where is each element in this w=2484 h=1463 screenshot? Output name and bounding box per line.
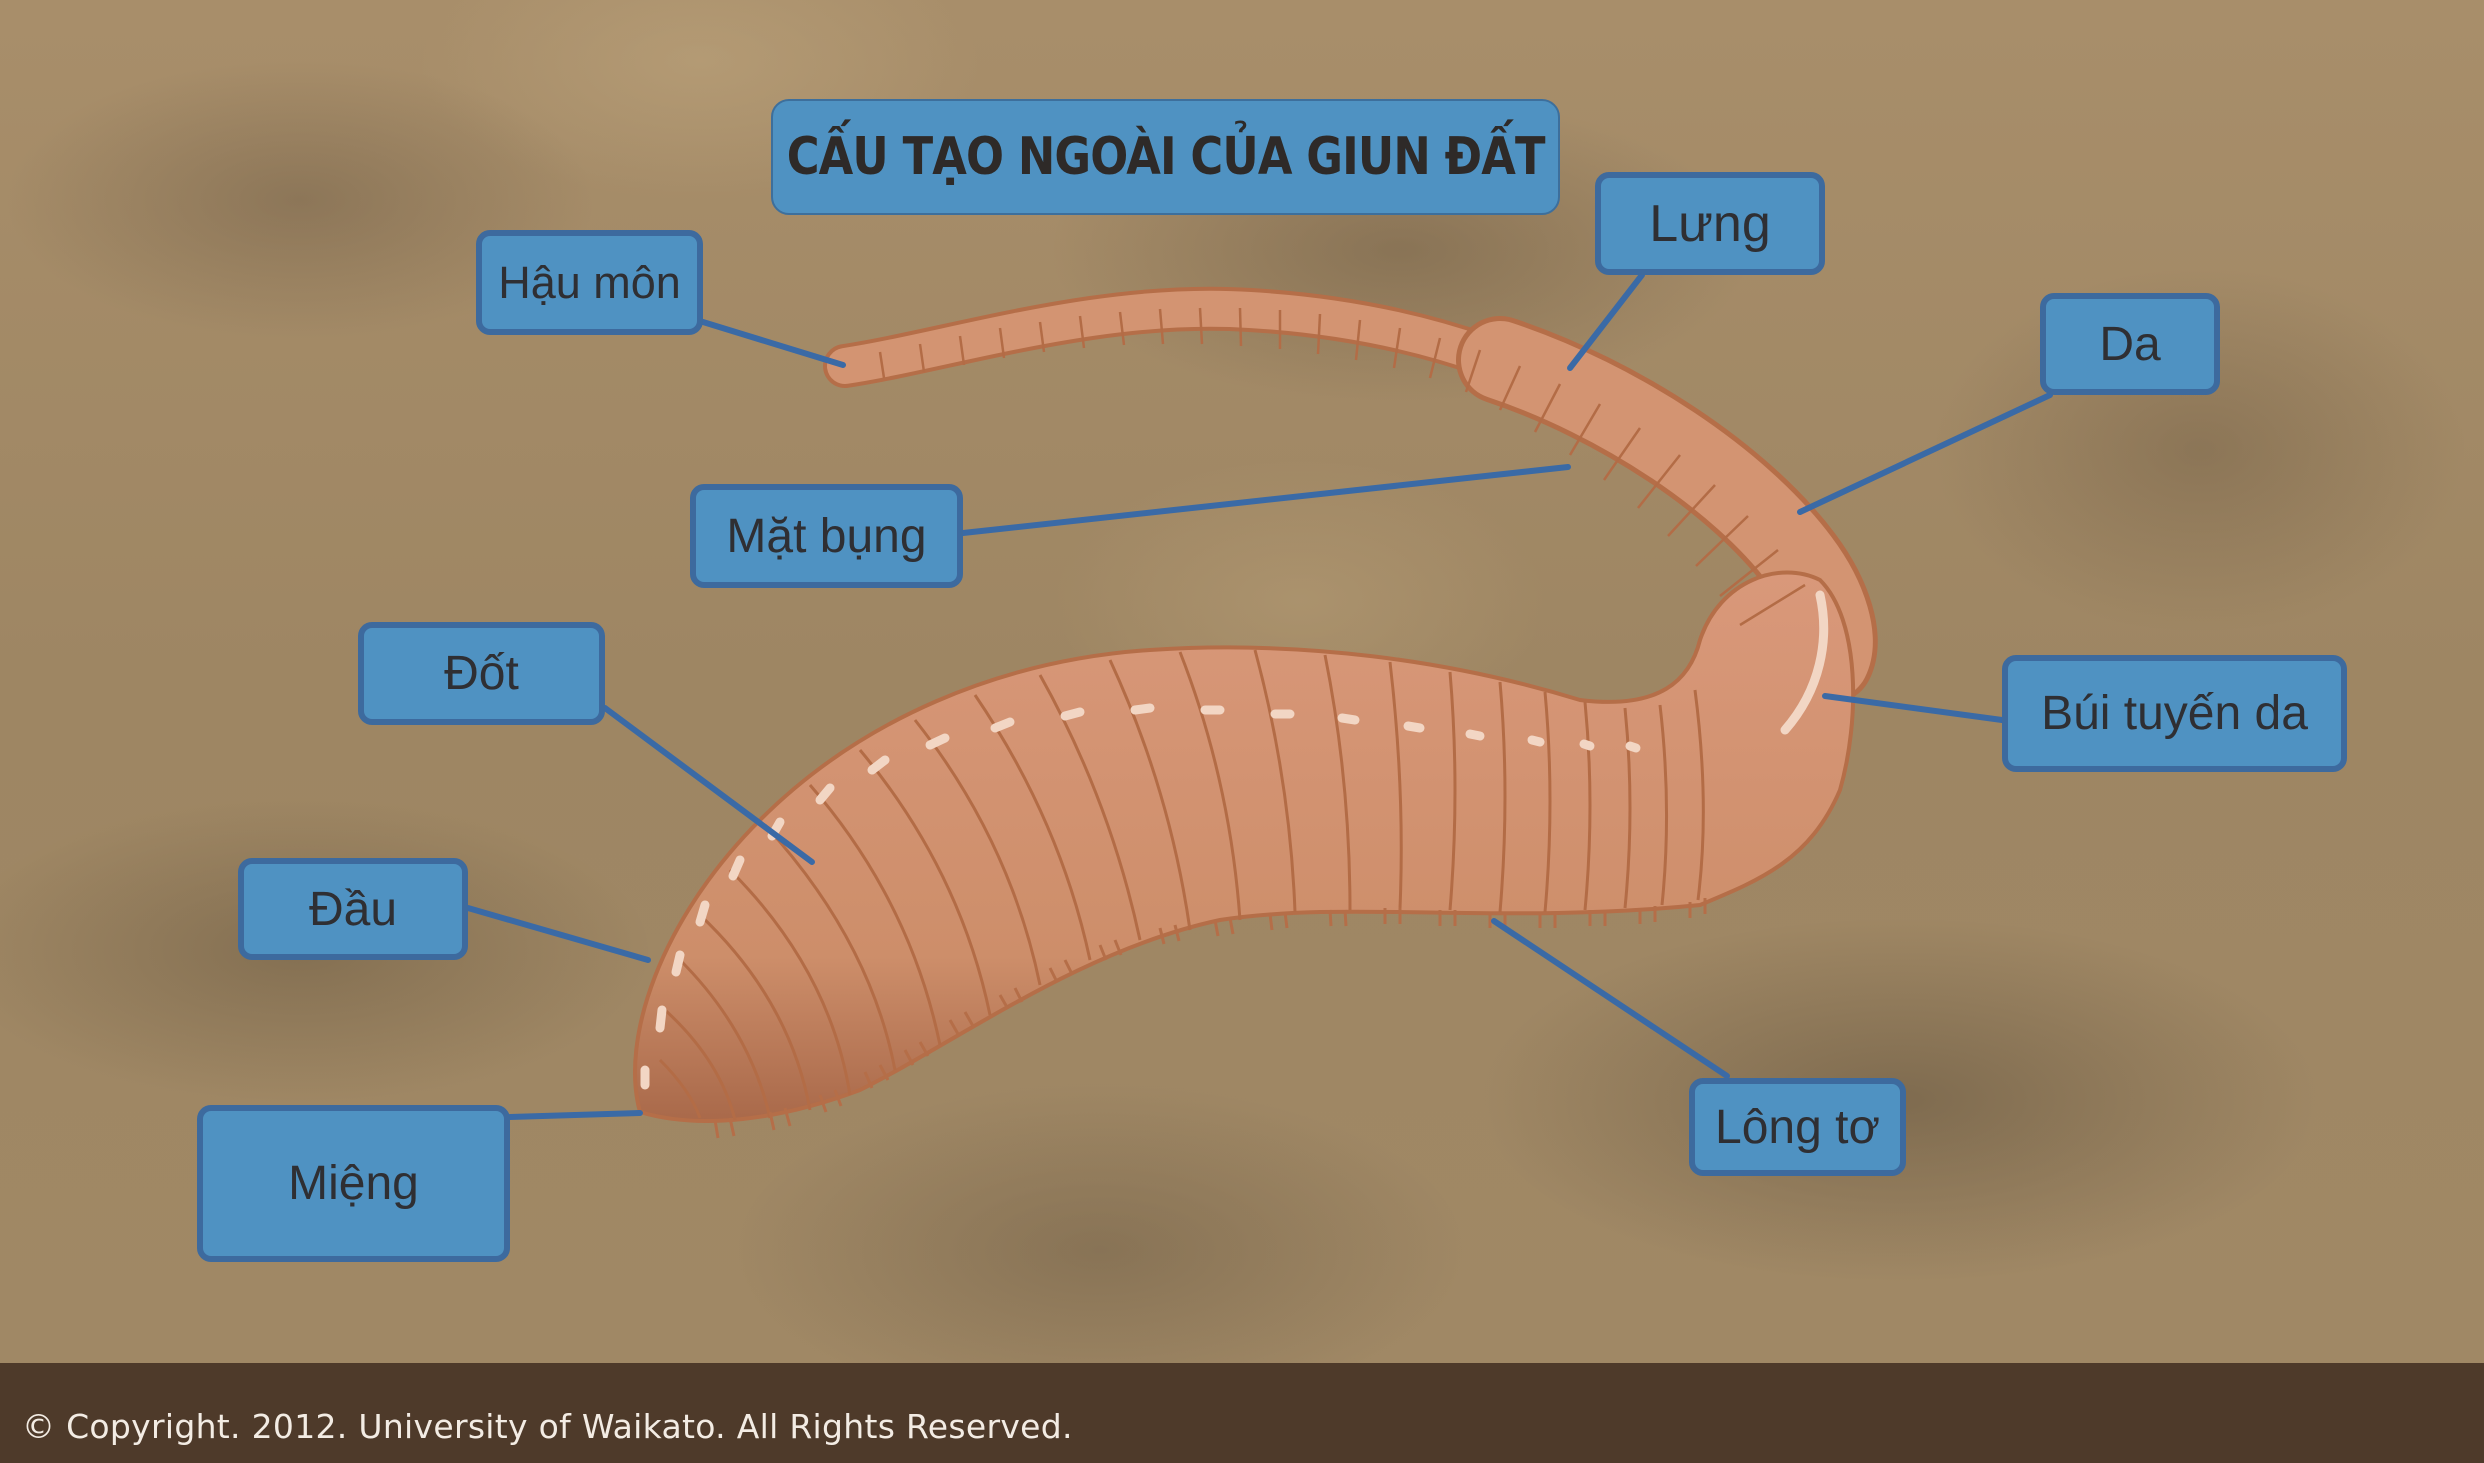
leader-lines	[465, 272, 2053, 1120]
earthworm-illustration	[465, 272, 2053, 1139]
label-da-text: Da	[2099, 317, 2161, 371]
leader-mat-bung	[960, 464, 1571, 536]
setae-bristles	[713, 898, 1707, 1139]
leader-long-to	[1491, 918, 1730, 1079]
body-segments	[658, 649, 1705, 1121]
leader-bui-tuyen-da	[1822, 693, 2005, 723]
label-hau-mon-text: Hậu môn	[498, 256, 681, 308]
label-mieng: Miệng	[197, 1105, 510, 1262]
label-dau-text: Đầu	[308, 882, 398, 936]
leader-dot	[602, 705, 815, 865]
leader-dau	[465, 905, 651, 963]
copyright-footer: © Copyright. 2012. University of Waikato…	[0, 1363, 2484, 1463]
label-mieng-text: Miệng	[288, 1157, 419, 1210]
label-bui-tuyen-da: Búi tuyến da	[2002, 655, 2347, 772]
copyright-text: © Copyright. 2012. University of Waikato…	[22, 1407, 1073, 1446]
body-highlights	[640, 590, 1829, 1090]
label-hau-mon: Hậu môn	[476, 230, 703, 335]
label-lung: Lưng	[1595, 172, 1825, 275]
diagram-stage: CẤU TẠO NGOÀI CỦA GIUN ĐẤT Hậu môn Lưng …	[197, 99, 2347, 1262]
diagram-title: CẤU TẠO NGOÀI CỦA GIUN ĐẤT	[786, 127, 1546, 187]
label-da: Da	[2040, 293, 2220, 395]
leader-hau-mon	[700, 319, 846, 368]
diagram-title-box: CẤU TẠO NGOÀI CỦA GIUN ĐẤT	[771, 99, 1560, 215]
label-mat-bung: Mặt bụng	[690, 484, 963, 588]
label-long-to: Lông tơ	[1689, 1078, 1906, 1176]
leader-lung	[1567, 272, 1645, 371]
label-dau: Đầu	[238, 858, 468, 960]
leader-da	[1797, 392, 2053, 515]
worm-body	[633, 570, 1856, 1123]
leader-mieng	[507, 1110, 643, 1120]
tail-segments	[878, 307, 1806, 627]
label-long-to-text: Lông tơ	[1715, 1100, 1880, 1154]
label-dot: Đốt	[358, 622, 605, 725]
label-lung-text: Lưng	[1649, 194, 1771, 253]
label-bui-tuyen-da-text: Búi tuyến da	[2041, 687, 2308, 740]
label-mat-bung-text: Mặt bụng	[726, 509, 927, 563]
label-dot-text: Đốt	[444, 647, 519, 700]
